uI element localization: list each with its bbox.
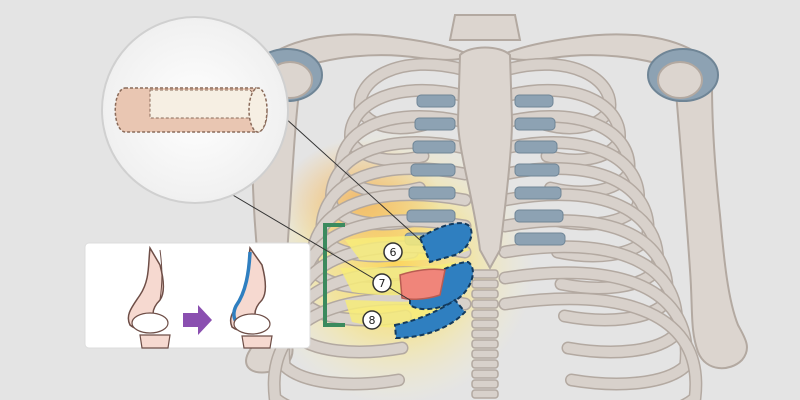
cartilage-graft-roll-icon xyxy=(114,87,268,133)
vertebra xyxy=(471,299,499,309)
callout-8: 8 xyxy=(362,310,382,330)
graft-donor-region xyxy=(340,222,474,340)
vertebra xyxy=(471,329,499,339)
callout-8-label: 8 xyxy=(369,314,376,327)
costal-cartilage-segment xyxy=(408,186,456,200)
vertebra xyxy=(471,279,499,289)
sternum xyxy=(448,14,522,399)
rhinoplasty-panel xyxy=(84,242,311,349)
costal-cartilage-segment xyxy=(514,186,562,200)
costal-cartilage-segment xyxy=(414,117,456,131)
costal-cartilage xyxy=(404,94,566,246)
costal-cartilage-segment xyxy=(514,232,566,246)
costal-cartilage-segment xyxy=(410,163,456,177)
vertebra xyxy=(471,389,499,399)
costal-cartilage-segment xyxy=(406,209,456,223)
callout-6: 6 xyxy=(383,242,403,262)
vertebra xyxy=(471,269,499,279)
vertebra xyxy=(471,369,499,379)
callout-7: 7 xyxy=(372,273,392,293)
costal-cartilage-segment xyxy=(514,163,560,177)
callout-6-label: 6 xyxy=(390,246,397,259)
arrow-right-icon xyxy=(183,305,212,335)
vertebra xyxy=(471,319,499,329)
costal-cartilage-segment xyxy=(514,140,558,154)
vertebra xyxy=(471,339,499,349)
rib-fill xyxy=(269,293,470,400)
clavicles xyxy=(268,33,702,74)
callout-7-label: 7 xyxy=(379,277,386,290)
vertebra xyxy=(471,359,499,369)
vertebra xyxy=(471,309,499,319)
nose-profile-icon-after xyxy=(229,245,273,349)
costal-cartilage-segment xyxy=(514,94,554,108)
neck-vertebra xyxy=(448,14,522,41)
vertebra xyxy=(471,379,499,389)
vertebra xyxy=(471,349,499,359)
spine-vertebrae xyxy=(471,269,499,399)
rib-fill xyxy=(500,293,701,400)
costal-cartilage-segment xyxy=(514,209,564,223)
magnifier-lens xyxy=(101,16,289,204)
vertebra xyxy=(471,289,499,299)
rib-range-bracket xyxy=(323,223,345,327)
costal-cartilage-segment xyxy=(412,140,456,154)
nose-profile-icon-before xyxy=(127,245,171,349)
costal-cartilage-segment xyxy=(416,94,456,108)
costal-cartilage-segment xyxy=(514,117,556,131)
